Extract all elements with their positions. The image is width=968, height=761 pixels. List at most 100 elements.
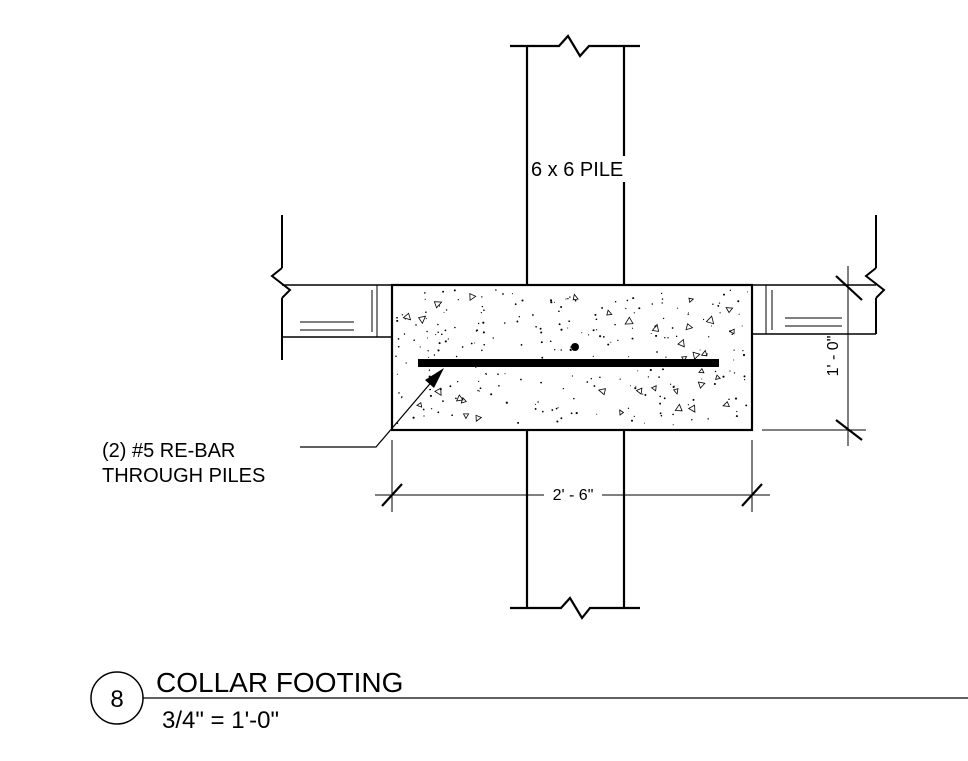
aggregate-mark (572, 293, 579, 301)
stipple-dot (592, 355, 594, 357)
stipple-dot (413, 339, 415, 341)
stipple-dot (453, 289, 456, 292)
stipple-dot (659, 402, 662, 405)
aggregate-mark (722, 401, 731, 407)
stipple-dot (672, 424, 674, 426)
stipple-dot (617, 339, 619, 342)
detail-title: COLLAR FOOTING (156, 667, 403, 698)
stipple-dot (717, 304, 720, 307)
stipple-dot (573, 397, 575, 400)
stipple-dot (712, 303, 714, 306)
stipple-dot (443, 311, 445, 313)
stipple-dot (588, 334, 590, 336)
stipple-dot (708, 336, 710, 338)
stipple-dot (403, 333, 406, 335)
stipple-dot (461, 346, 464, 348)
stipple-dot (632, 297, 635, 300)
stipple-dot (728, 398, 730, 400)
stipple-dot (691, 418, 693, 421)
stipple-dot (419, 346, 421, 348)
aggregate-mark (729, 328, 735, 335)
stipple-dot (568, 320, 571, 323)
stipple-dot (675, 335, 678, 338)
stipple-dot (592, 329, 595, 332)
stipple-dot (534, 407, 537, 410)
stipple-dot (437, 411, 440, 414)
stipple-dot (735, 415, 738, 418)
stipple-dot (567, 297, 569, 300)
aggregate-mark (700, 349, 708, 357)
stipple-dot (423, 415, 425, 417)
height-dimension (762, 266, 866, 446)
stipple-dot (520, 344, 523, 346)
stipple-dot (729, 289, 732, 291)
stipple-dot (498, 384, 500, 387)
stipple-dot (503, 322, 506, 324)
aggregate-mark (624, 316, 634, 325)
stipple-dot (433, 354, 436, 356)
stipple-dot (677, 307, 679, 309)
stipple-dot (481, 305, 484, 308)
stipple-dot (557, 407, 559, 409)
stipple-dot (539, 327, 542, 330)
stipple-dot (746, 291, 749, 293)
stipple-dot (396, 319, 399, 322)
stipple-dot (497, 373, 499, 376)
aggregate-mark (705, 315, 715, 325)
stipple-dot (504, 373, 506, 375)
title-block: 8 COLLAR FOOTING 3/4" = 1'-0" (90, 667, 968, 734)
aggregate-mark (687, 404, 696, 413)
left-beam (270, 215, 392, 360)
concrete-collar (390, 283, 754, 432)
stipple-dot (571, 375, 574, 377)
stipple-dot (570, 412, 573, 415)
stipple-dot (672, 413, 674, 416)
stipple-dot (422, 408, 425, 411)
stipple-dot (669, 383, 672, 385)
stipple-dot (723, 293, 725, 296)
stipple-dot (602, 336, 605, 338)
aggregate-mark (460, 396, 468, 404)
stipple-dot (665, 356, 667, 358)
stipple-dot (477, 322, 480, 325)
stipple-dot (581, 332, 583, 334)
stipple-dot (570, 349, 572, 352)
stipple-dot (707, 418, 709, 420)
stipple-dot (594, 313, 597, 316)
stipple-dot (442, 290, 445, 293)
stipple-dot (743, 375, 746, 378)
stipple-dot (625, 307, 627, 310)
aggregate-mark (402, 312, 412, 321)
stipple-dot (742, 353, 746, 357)
stipple-dot (428, 369, 431, 371)
stipple-dot (575, 412, 578, 415)
stipple-dot (437, 349, 440, 352)
stipple-dot (642, 393, 644, 395)
pile-label: 6 x 6 PILE (531, 159, 623, 181)
stipple-dot (672, 385, 675, 389)
stipple-dot (745, 404, 748, 407)
detail-number: 8 (110, 686, 123, 713)
stipple-dot (540, 381, 542, 384)
stipple-dot (660, 292, 663, 295)
stipple-dot (627, 407, 630, 409)
aggregate-mark (672, 388, 679, 395)
aggregate-mark (455, 394, 464, 402)
aggregate-mark (715, 374, 721, 380)
detail-scale: 3/4" = 1'-0" (162, 707, 279, 734)
stipple-dot (457, 299, 459, 301)
stipple-dot (733, 359, 735, 361)
stipple-dot (741, 325, 743, 327)
stipple-dot (395, 355, 397, 358)
stipple-dot (633, 415, 635, 418)
aggregate-mark (606, 309, 613, 316)
stipple-dot (742, 349, 744, 352)
aggregate-mark (597, 388, 607, 396)
stipple-dot (426, 330, 428, 333)
stipple-dot (614, 300, 617, 303)
stipple-dot (518, 316, 520, 318)
stipple-dot (427, 350, 429, 352)
aggregate-mark (417, 315, 427, 325)
stipple-dot (483, 343, 486, 346)
stipple-dot (549, 340, 552, 343)
